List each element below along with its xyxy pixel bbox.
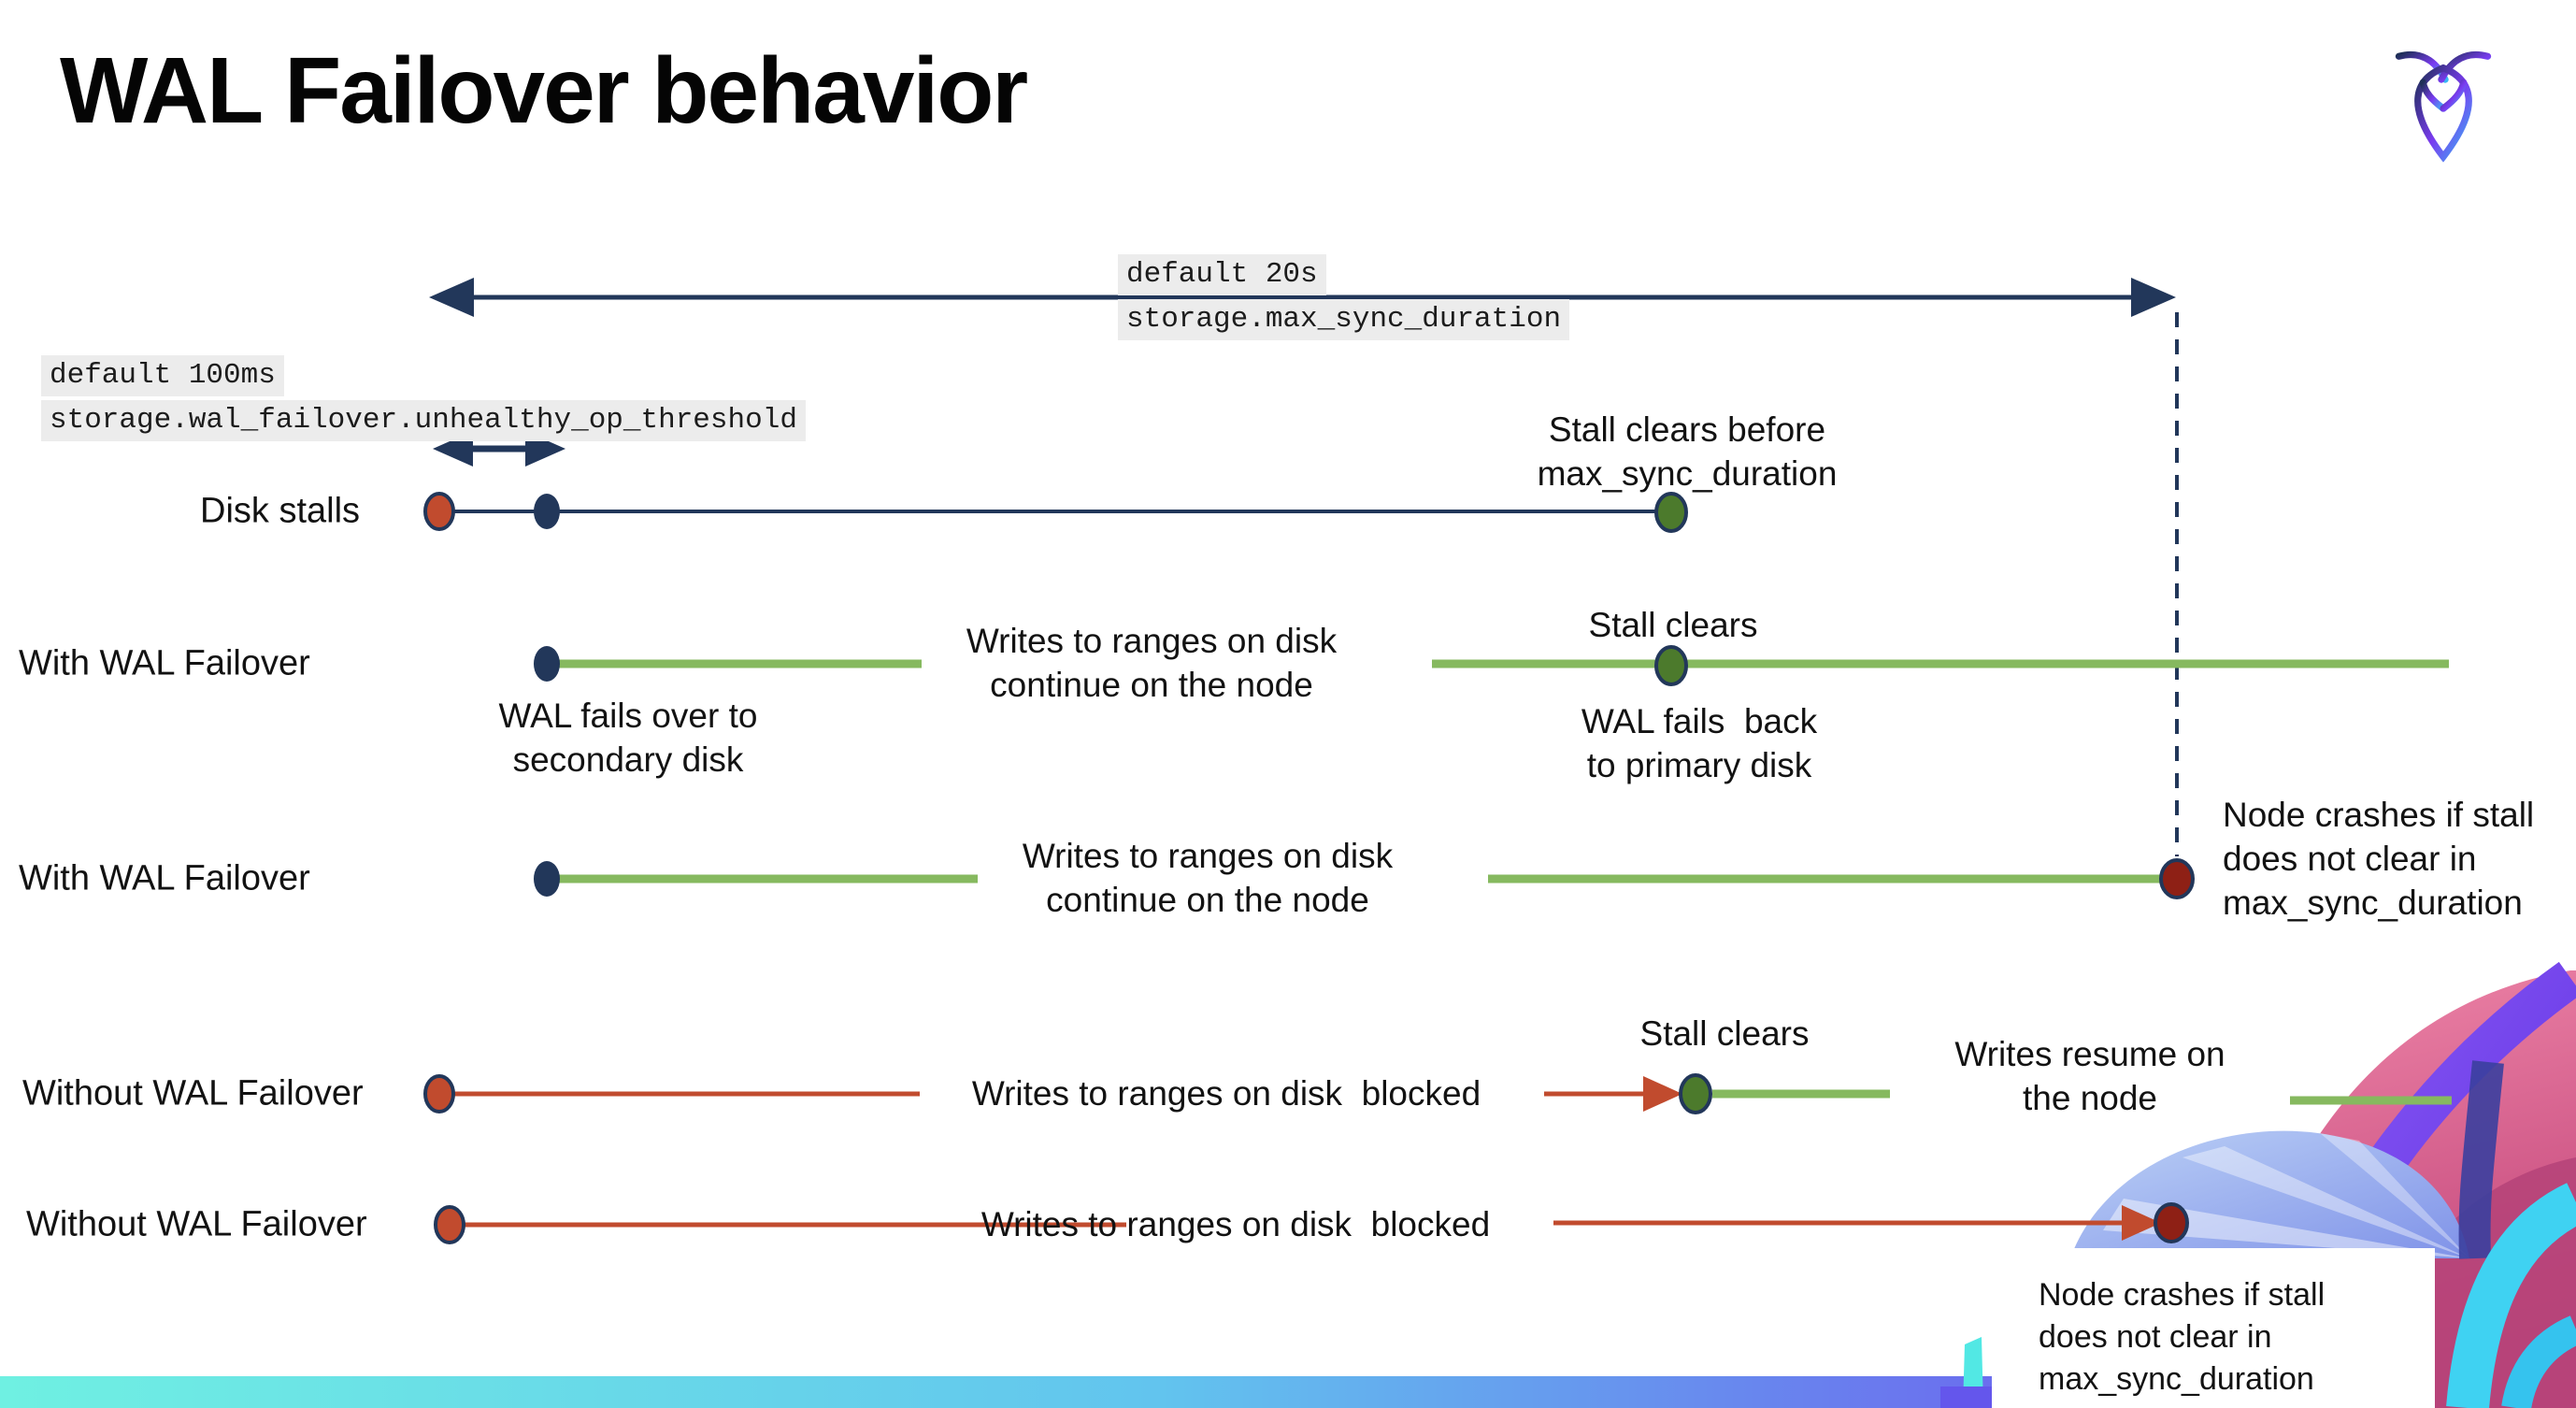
setting-badge-default-20s: default 20s bbox=[1118, 254, 1326, 295]
failover-dot bbox=[534, 861, 560, 897]
row-label-disk-stalls: Disk stalls bbox=[200, 491, 361, 531]
disk-stall-start-dot bbox=[423, 1074, 455, 1113]
note-writes-blocked-2: Writes to ranges on disk blocked bbox=[980, 1205, 1491, 1243]
setting-badge-unhealthy-op-threshold: storage.wal_failover.unhealthy_op_thresh… bbox=[41, 400, 806, 441]
threshold-reached-dot bbox=[534, 494, 560, 529]
stall-clears-dot bbox=[1654, 645, 1688, 686]
art-wing-streak bbox=[2320, 1133, 2469, 1258]
note-wal-fails-over: WAL fails over to secondary disk bbox=[498, 697, 758, 779]
art-indigo-band bbox=[2458, 1060, 2504, 1259]
note-wal-fails-back: WAL fails back to primary disk bbox=[1581, 702, 1818, 784]
disk-stall-start-dot bbox=[434, 1205, 465, 1244]
note-stall-clears-1: Stall clears bbox=[1588, 606, 1758, 644]
failover-dot bbox=[534, 646, 560, 682]
setting-badge-max-sync-duration: storage.max_sync_duration bbox=[1118, 299, 1570, 340]
row-label-with-wal-failover-2: With WAL Failover bbox=[19, 858, 310, 898]
row-label-without-wal-failover-1: Without WAL Failover bbox=[22, 1073, 364, 1113]
cockroachdb-logo-icon bbox=[2395, 50, 2492, 163]
page-title: WAL Failover behavior bbox=[60, 38, 1028, 143]
crash-note-box: Node crashes if stall does not clear in … bbox=[1992, 1248, 2435, 1408]
arrowhead-left-icon bbox=[429, 278, 474, 317]
red-arrowhead-icon bbox=[1643, 1076, 1682, 1112]
art-cyan-leg bbox=[2446, 1183, 2576, 1408]
arrowhead-right-icon bbox=[2131, 278, 2176, 317]
setting-badge-default-100ms: default 100ms bbox=[41, 355, 284, 396]
note-writes-continue-2: Writes to ranges on disk continue on the… bbox=[1022, 837, 1394, 919]
art-wing-streak bbox=[2103, 1199, 2469, 1258]
disk-stall-start-dot bbox=[423, 492, 455, 531]
node-crash-dot bbox=[2159, 858, 2195, 899]
note-stall-clears-before: Stall clears before max_sync_duration bbox=[1537, 410, 1838, 493]
art-cyan-leg bbox=[2501, 1315, 2576, 1408]
node-crash-dot bbox=[2154, 1202, 2189, 1243]
note-stall-clears-2: Stall clears bbox=[1639, 1014, 1810, 1053]
note-writes-blocked-1: Writes to ranges on disk blocked bbox=[971, 1074, 1481, 1113]
note-writes-resume: Writes resume on the node bbox=[1954, 1035, 2225, 1117]
note-node-crashes-1: Node crashes if stall does not clear in … bbox=[2223, 796, 2535, 922]
art-wing-streak bbox=[2182, 1146, 2469, 1258]
stall-clears-dot bbox=[1654, 492, 1688, 533]
row-label-without-wal-failover-2: Without WAL Failover bbox=[26, 1204, 367, 1244]
note-writes-continue-1: Writes to ranges on disk continue on the… bbox=[966, 622, 1338, 704]
red-arrowhead-icon bbox=[2122, 1205, 2161, 1241]
stall-clears-dot bbox=[1679, 1073, 1712, 1114]
note-node-crashes-2: Node crashes if stall does not clear in … bbox=[2039, 1277, 2326, 1397]
row-label-with-wal-failover-1: With WAL Failover bbox=[19, 643, 310, 683]
